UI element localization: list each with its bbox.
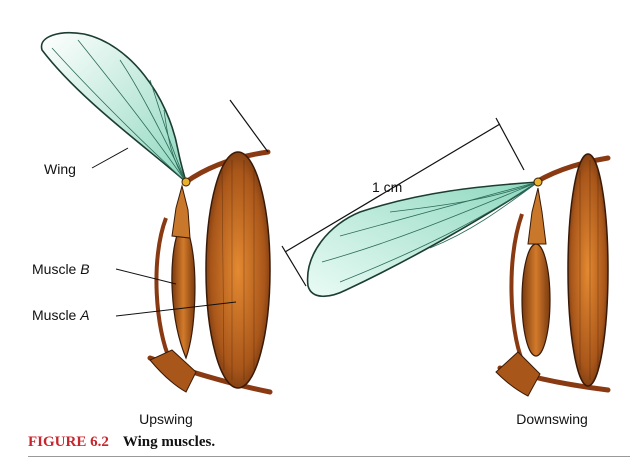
downswing-panel: 1 cm Downswing bbox=[281, 117, 611, 427]
wing-leader-line bbox=[91, 147, 129, 169]
upswing-wing bbox=[40, 32, 188, 185]
scale-bar-end-left bbox=[281, 245, 307, 287]
muscle-a-label: Muscle A bbox=[32, 307, 90, 323]
upswing-body-base bbox=[149, 349, 197, 393]
downswing-body-base bbox=[495, 351, 541, 397]
muscle-b-downswing-sheath bbox=[509, 213, 524, 361]
scale-bar-line bbox=[284, 123, 501, 253]
upswing-label: Upswing bbox=[139, 411, 193, 427]
muscle-b-leader-line bbox=[115, 268, 177, 285]
upswing-apodeme bbox=[171, 184, 191, 239]
muscle-a-downswing-texture bbox=[579, 160, 599, 380]
caption-rule bbox=[28, 456, 630, 457]
figure-caption: FIGURE 6.2 Wing muscles. bbox=[28, 434, 215, 451]
upswing-panel: Wing Muscle B Muscle A Upswing bbox=[32, 32, 273, 427]
muscle-b-downswing bbox=[521, 243, 551, 357]
muscle-a-upswing bbox=[205, 151, 271, 389]
figure-title: Wing muscles. bbox=[122, 434, 216, 450]
downswing-wing-veins bbox=[321, 181, 539, 283]
scale-bar-label: 1 cm bbox=[372, 179, 402, 195]
upswing-wing-veins bbox=[51, 39, 187, 183]
downswing-wing-hinge bbox=[533, 177, 543, 187]
muscle-a-downswing bbox=[567, 153, 609, 387]
upswing-wing-hinge bbox=[181, 177, 191, 187]
downswing-wing bbox=[306, 180, 542, 298]
upswing-reference-line bbox=[229, 99, 269, 153]
downswing-apodeme bbox=[527, 187, 547, 245]
muscle-a-texture bbox=[221, 160, 255, 380]
muscle-b-upswing bbox=[171, 231, 196, 360]
downswing-label: Downswing bbox=[516, 411, 588, 427]
muscle-a-leader-line bbox=[115, 301, 237, 317]
muscle-b-sheath bbox=[154, 217, 172, 361]
muscle-b-label: Muscle B bbox=[32, 261, 90, 277]
wing-label: Wing bbox=[44, 161, 76, 177]
figure-number: FIGURE 6.2 bbox=[28, 434, 109, 450]
scale-bar-end-right bbox=[495, 117, 525, 171]
downswing-body-wall-top bbox=[533, 155, 611, 185]
